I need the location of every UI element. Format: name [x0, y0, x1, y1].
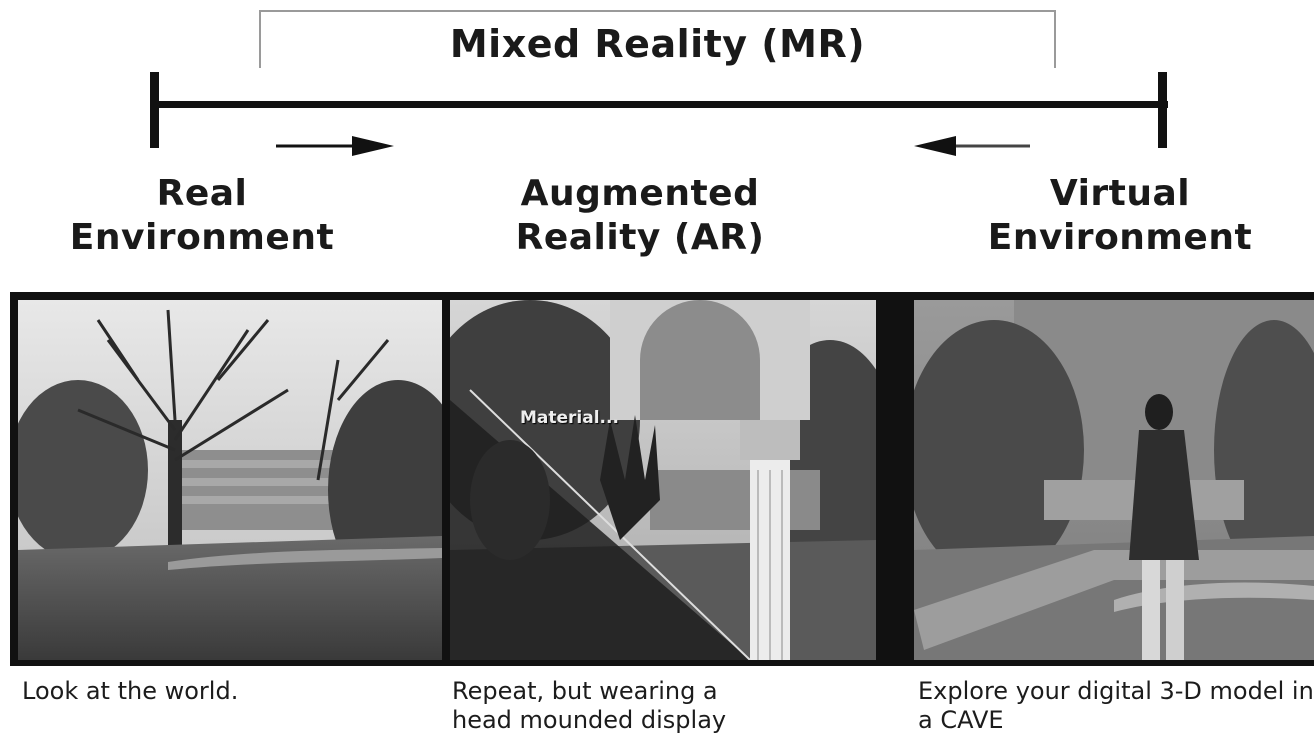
augmented-reality-label-line1: Augmented [520, 173, 760, 214]
real-environment-caption: Look at the world. [22, 677, 239, 705]
reality-continuum-line [154, 101, 1168, 108]
real-environment-label-line2: Environment [69, 217, 335, 258]
augmented-reality-caption-line2: head mounded display [452, 706, 727, 734]
virtual-environment-label-line2: Environment [987, 217, 1253, 258]
virtual-environment-label-line1: Virtual [1049, 173, 1191, 214]
real-environment-label-line1: Real [156, 173, 248, 214]
augmented-reality-caption: Repeat, but wearing a head mounded displ… [452, 677, 726, 735]
augmented-reality-label: Augmented Reality (AR) [490, 172, 790, 260]
arrow-left-icon [914, 136, 1030, 156]
real-environment-label: Real Environment [52, 172, 352, 260]
augmented-reality-photo: Material... [450, 300, 876, 660]
virtual-environment-caption-line2: a CAVE [918, 706, 1004, 734]
virtual-environment-photo [914, 300, 1314, 660]
photo-strip: Material... [10, 292, 1314, 666]
arrow-right-icon [276, 136, 394, 156]
mixed-reality-title: Mixed Reality (MR) [449, 22, 866, 66]
continuum-right-endcap [1158, 72, 1167, 148]
continuum-left-endcap [150, 72, 159, 148]
virtual-environment-caption-line1: Explore your digital 3-D model in [918, 677, 1314, 705]
mixed-reality-bracket [259, 10, 1056, 68]
ar-overlay-text: Material... [520, 408, 619, 428]
augmented-reality-label-line2: Reality (AR) [515, 217, 765, 258]
augmented-reality-caption-line1: Repeat, but wearing a [452, 677, 718, 705]
virtual-environment-label: Virtual Environment [950, 172, 1290, 260]
real-environment-photo [18, 300, 442, 660]
virtual-environment-caption: Explore your digital 3-D model in a CAVE [918, 677, 1314, 735]
